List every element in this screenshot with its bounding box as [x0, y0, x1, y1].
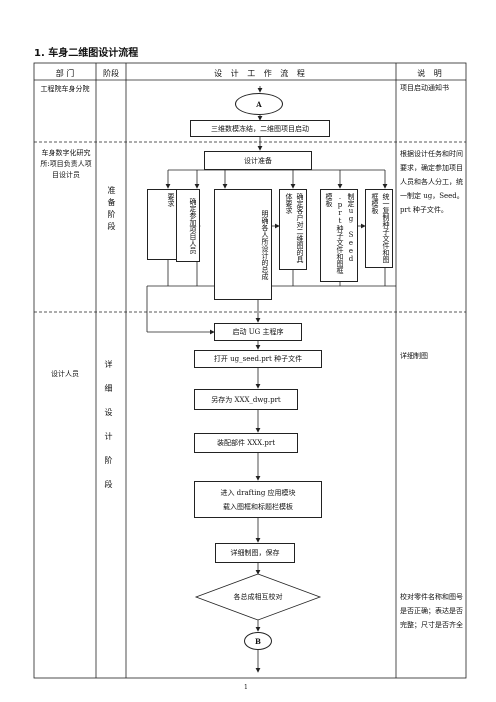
prep-box: 设计准备 — [204, 151, 312, 170]
header-desc: 说 明 — [417, 69, 445, 78]
header-stage: 阶段 — [103, 69, 119, 78]
row3-desc: 详细制图 — [400, 352, 428, 360]
end-connector-b: B — [244, 632, 272, 650]
row1-desc: 项目启动通知书 — [400, 84, 449, 92]
row2-stage: 准备阶段 — [107, 186, 116, 234]
task-client-box: 确定客户对二维图的具体要求 — [279, 189, 307, 270]
header-flow: 设 计 工 作 流 程 — [214, 69, 308, 78]
row3-desc2: 校对零件名称和图号是否正确；表达是否完整；尺寸是否齐全 — [400, 593, 463, 629]
detail-save-box: 详细制图，保存 — [215, 543, 295, 563]
row3-stage: 详细设计阶段 — [104, 360, 113, 504]
drafting-line-2: 载入图框和标题栏模板 — [223, 502, 293, 511]
start-connector-a: A — [235, 93, 283, 115]
freeze-box: 三维数模冻结，二维图项目启动 — [190, 120, 330, 137]
row3-dept: 设计人员 — [51, 370, 79, 378]
launch-ug-box: 启动 UG 主程序 — [214, 323, 302, 341]
check-decision: 各总成相互校对 — [233, 593, 283, 601]
task-seed-box: 制定ug Seed .prt种子文件和图框模板 — [320, 189, 358, 282]
header-dept: 部 门 — [55, 69, 75, 78]
task-assign-box: 明确各人所设计的总成 — [214, 189, 272, 300]
page-number: 1 — [244, 684, 248, 691]
drafting-box: 进入 drafting 应用模块 载入图框和标题栏模板 — [194, 481, 322, 518]
drafting-line-1: 进入 drafting 应用模块 — [220, 488, 296, 497]
page-title: 1. 车身二维图设计流程 — [34, 48, 139, 59]
assemble-box: 装配部件 XXX.prt — [194, 433, 298, 453]
open-seed-box: 打开 ug_seed.prt 种子文件 — [194, 350, 322, 368]
row2-desc: 根据设计任务和时间要求，确定参加项目人员和各人分工，统一制定 ug，Seed。p… — [400, 150, 464, 214]
task-members-box: 确定参加项目人员 — [176, 189, 200, 262]
task-copy-box: 统一复制种子文件和图框模板 — [365, 189, 393, 268]
saveas-box: 另存为 XXX_dwg.prt — [194, 389, 298, 410]
row2-dept: 车身数字化研究所:项目负责人项目设计员 — [40, 149, 92, 179]
row1-dept: 工程院车身分院 — [40, 85, 90, 93]
